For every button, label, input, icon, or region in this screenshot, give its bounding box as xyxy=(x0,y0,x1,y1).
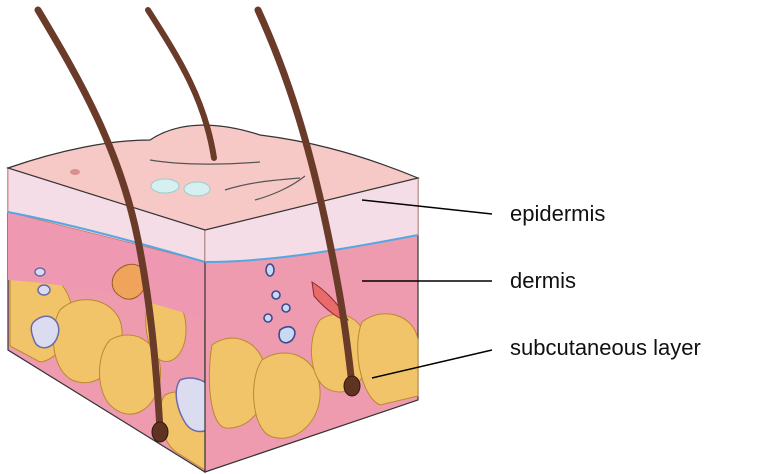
label-subcutaneous-layer: subcutaneous layer xyxy=(510,337,701,359)
label-dermis: dermis xyxy=(510,270,576,292)
label-epidermis: epidermis xyxy=(510,203,605,225)
